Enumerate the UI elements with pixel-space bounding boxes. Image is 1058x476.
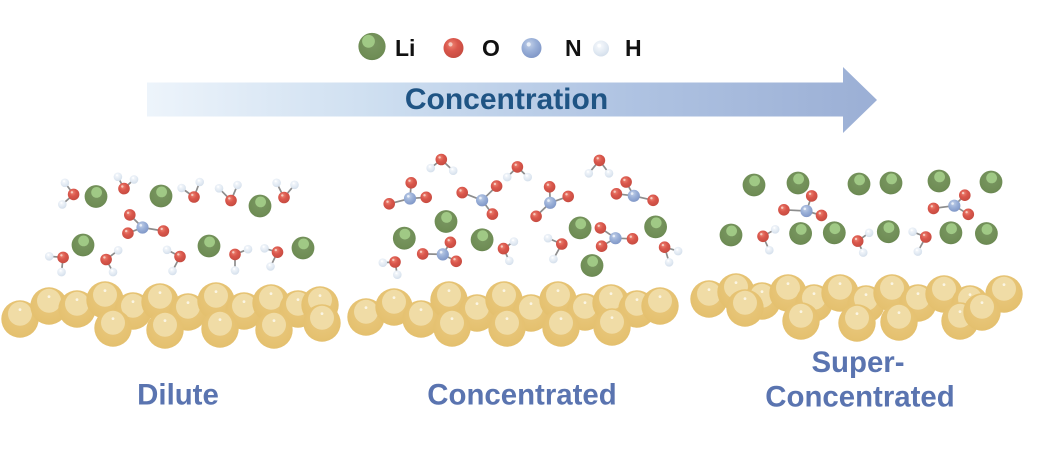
svg-text:Dilute: Dilute xyxy=(137,379,219,412)
svg-text:Li: Li xyxy=(395,35,415,61)
svg-text:Concentrated: Concentrated xyxy=(765,381,954,414)
svg-text:O: O xyxy=(482,35,500,61)
svg-text:Super-: Super- xyxy=(811,346,904,379)
svg-text:Concentration: Concentration xyxy=(405,83,608,116)
svg-text:Concentrated: Concentrated xyxy=(427,379,616,412)
svg-text:N: N xyxy=(565,35,582,61)
svg-text:H: H xyxy=(625,35,642,61)
